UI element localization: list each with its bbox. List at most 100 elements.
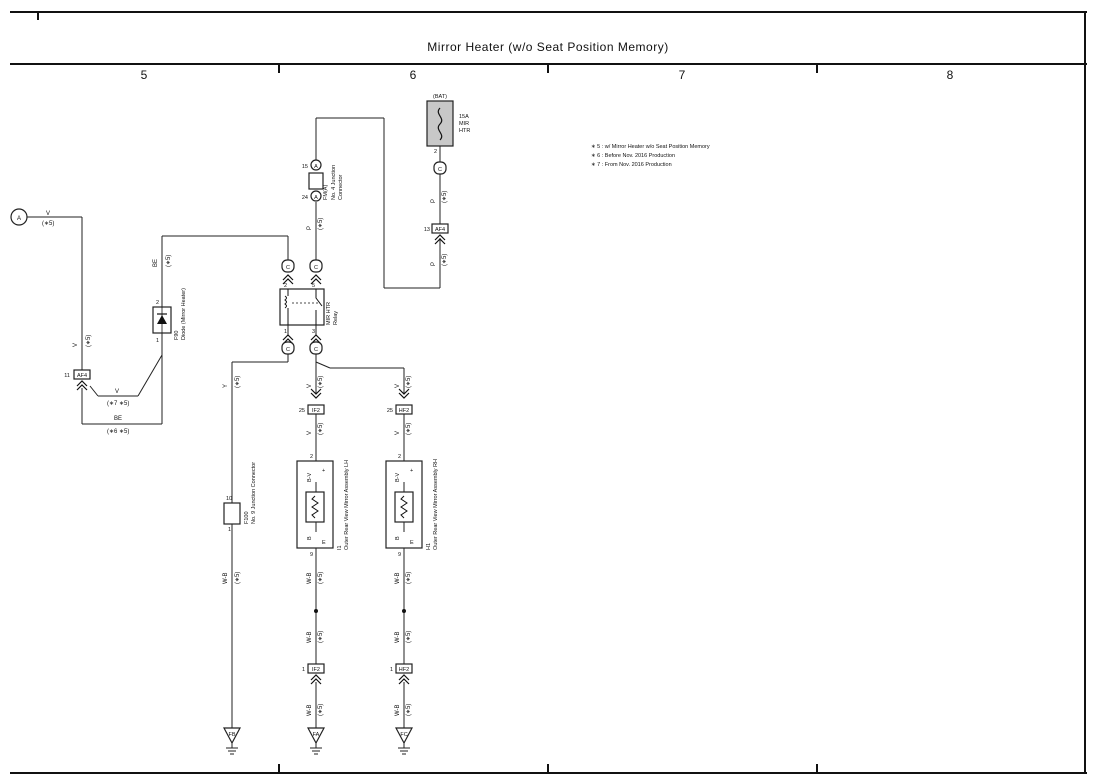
ground-fc: FC — [395, 727, 413, 755]
wire-condition: (∗5) — [406, 631, 412, 643]
wire-color: V — [307, 384, 313, 388]
outer-mirror-rh: 2 B-V + B E 9 H1 Outer Rear View Mirror … — [385, 454, 439, 558]
relay-name-line1: MIR HTR — [326, 302, 332, 325]
wire-condition: (∗5) — [166, 255, 172, 267]
svg-text:24: 24 — [302, 195, 308, 201]
svg-text:F100: F100 — [244, 511, 250, 524]
fuse-15a-mir-htr: (BAT) 15A MIR HTR 2 C — [426, 94, 470, 175]
wire-condition: (∗5) — [86, 335, 92, 347]
wire-color: V — [115, 389, 119, 395]
connector-af4-top: AF4 13 — [424, 223, 449, 245]
splice-point — [314, 609, 318, 613]
wire-color: W-B — [307, 704, 313, 716]
note-7: ∗ 7 : From Nov. 2016 Production — [591, 162, 672, 168]
svg-text:H1: H1 — [426, 543, 432, 550]
wire-color: W-B — [307, 631, 313, 643]
svg-text:2: 2 — [310, 454, 313, 460]
svg-text:F90: F90 — [174, 331, 180, 340]
svg-text:B-V: B-V — [395, 473, 401, 483]
outer-mirror-lh: 2 B-V + B E 9 I1 Outer Rear View Mirror … — [296, 454, 350, 558]
svg-text:1: 1 — [390, 667, 393, 673]
frame — [10, 11, 1087, 774]
wire-color: BE — [114, 416, 122, 422]
wire-condition: (∗5) — [442, 254, 448, 266]
wire-condition: (∗5) — [442, 191, 448, 203]
svg-text:IF2: IF2 — [312, 408, 320, 414]
svg-text:C: C — [286, 347, 290, 353]
svg-text:E: E — [322, 540, 326, 546]
wire-condition: (∗5) — [406, 572, 412, 584]
svg-text:I1: I1 — [337, 545, 343, 550]
fuse-name-line3: HTR — [459, 128, 470, 134]
wire-labels: V (∗5) V (∗5) V (∗7 ∗5) BE (∗6 ∗5) BE (∗… — [42, 191, 448, 716]
svg-text:B-V: B-V — [307, 473, 313, 483]
svg-text:B: B — [307, 536, 313, 540]
wire-condition: (∗6 ∗5) — [107, 429, 129, 435]
wire-color: P — [431, 199, 437, 203]
svg-text:C: C — [438, 167, 442, 173]
column-6: 6 — [410, 68, 417, 82]
svg-text:1: 1 — [284, 329, 287, 335]
production-notes: ∗ 5 : w/ Mirror Heater w/o Seat Position… — [591, 144, 710, 168]
wire-condition: (∗5) — [235, 572, 241, 584]
svg-text:C: C — [314, 347, 318, 353]
fuse-name-line1: 15A — [459, 114, 469, 120]
svg-text:1: 1 — [302, 667, 305, 673]
wire-condition: (∗5) — [318, 572, 324, 584]
wire-condition: (∗5) — [318, 376, 324, 388]
svg-text:E: E — [410, 540, 414, 546]
svg-text:1: 1 — [228, 527, 231, 533]
svg-text:FA: FA — [313, 732, 320, 738]
svg-text:2: 2 — [398, 454, 401, 460]
wire-condition: (∗5) — [406, 376, 412, 388]
svg-text:11: 11 — [64, 373, 70, 379]
svg-text:(BAT): (BAT) — [433, 94, 447, 100]
svg-text:A: A — [314, 164, 318, 170]
svg-text:+: + — [410, 468, 413, 474]
connector-if2-upper: IF2 25 — [299, 388, 325, 415]
diagram-title: Mirror Heater (w/o Seat Position Memory) — [427, 40, 668, 54]
wire-condition: (∗5) — [235, 376, 241, 388]
svg-text:FB: FB — [228, 732, 235, 738]
svg-text:2: 2 — [434, 149, 437, 155]
svg-text:13: 13 — [424, 227, 430, 233]
svg-text:3: 3 — [312, 329, 315, 335]
svg-text:FC: FC — [400, 732, 407, 738]
note-5: ∗ 5 : w/ Mirror Heater w/o Seat Position… — [591, 144, 710, 150]
relay-connectors-top: C C — [281, 259, 323, 285]
wire-color: P — [431, 262, 437, 266]
ground-fb: FB — [223, 727, 241, 755]
no4-junction-connector: A 15 A 24 FM(A) No. 4 Junction Connector — [302, 159, 344, 202]
wire-color: W-B — [223, 572, 229, 584]
svg-text:10: 10 — [226, 496, 232, 502]
wire-color: V — [307, 431, 313, 435]
no9-junction-connector: 10 1 F100 No. 9 Junction Connector — [223, 462, 257, 533]
wire-color: P — [307, 226, 313, 230]
wire-color: V — [73, 343, 79, 347]
connector-hf2-lower: HF2 1 — [390, 663, 413, 685]
wire-color: Y — [223, 384, 229, 388]
svg-text:25: 25 — [387, 408, 393, 414]
note-6: ∗ 6 : Before Nov. 2016 Production — [591, 153, 675, 159]
svg-text:Diode (Mirror Heater): Diode (Mirror Heater) — [181, 288, 187, 340]
svg-text:15: 15 — [302, 164, 308, 170]
wire-color: W-B — [395, 572, 401, 584]
wire-condition: (∗5) — [42, 221, 54, 227]
svg-text:HF2: HF2 — [399, 408, 409, 414]
wire-condition: (∗5) — [318, 704, 324, 716]
wire-color: W-B — [307, 572, 313, 584]
svg-text:A: A — [314, 195, 318, 201]
svg-text:2: 2 — [156, 300, 159, 306]
svg-text:9: 9 — [310, 552, 313, 558]
svg-text:C: C — [286, 265, 290, 271]
column-7: 7 — [679, 68, 686, 82]
svg-text:AF4: AF4 — [435, 227, 445, 233]
svg-text:5: 5 — [312, 283, 315, 289]
svg-text:1: 1 — [156, 338, 159, 344]
column-8: 8 — [947, 68, 954, 82]
wire-condition: (∗5) — [318, 218, 324, 230]
svg-text:B: B — [395, 536, 401, 540]
svg-text:+: + — [322, 468, 325, 474]
ground-fa: FA — [307, 727, 325, 755]
